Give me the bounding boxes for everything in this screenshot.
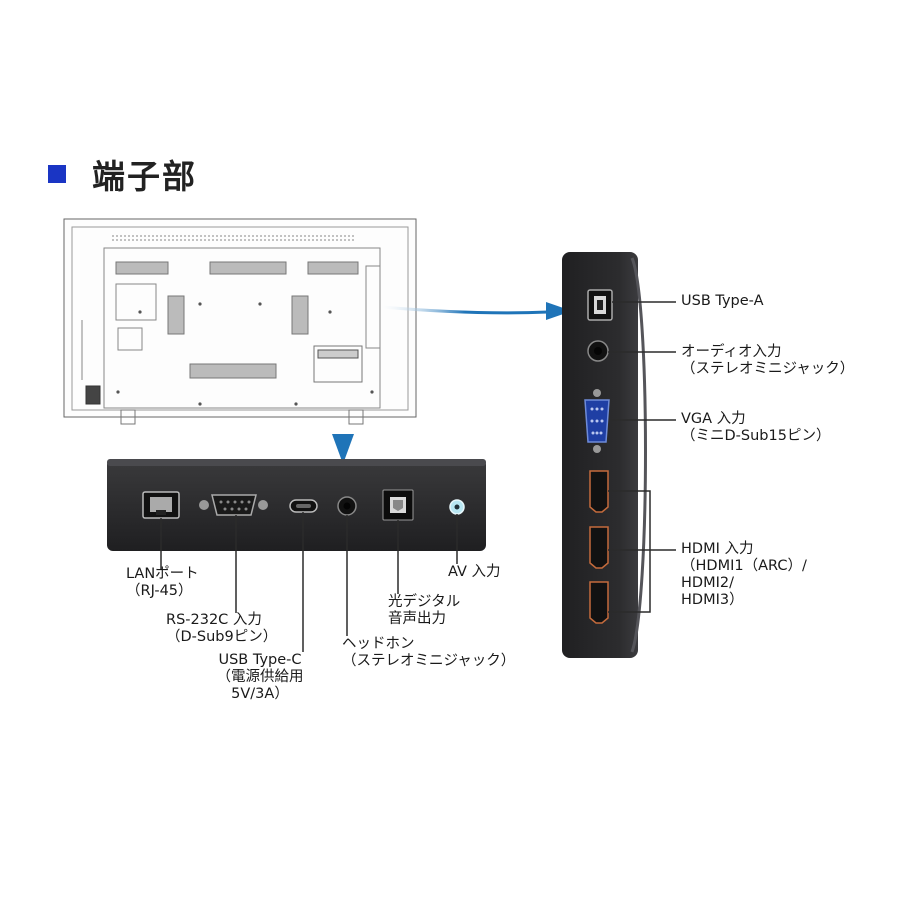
audio-in-port-icon [587, 340, 609, 362]
headphone-label: ヘッドホン （ステレオミニジャック） [342, 636, 516, 669]
headphone-port-icon [337, 496, 357, 516]
vga-port-icon [584, 389, 610, 453]
title-text: 端子部 [92, 157, 197, 196]
usb-c-label: USB Type-C （電源供給用 5V/3A） [216, 652, 304, 702]
hdmi1-port-icon [589, 470, 609, 513]
av-in-label: AV 入力 [448, 564, 501, 580]
title-square-icon [48, 165, 66, 183]
lan-label: LANポート （RJ-45） [126, 566, 199, 599]
lan-port-icon [142, 491, 180, 519]
tv-back-illustration [63, 218, 417, 425]
pointer-arrow-down [332, 372, 354, 464]
pointer-arrow-right [381, 302, 572, 320]
leader-hdmi-bracket [608, 490, 651, 613]
optical-label: 光デジタル 音声出力 [388, 594, 461, 627]
usb-c-port-icon [289, 499, 318, 513]
usb-a-label: USB Type-A [681, 293, 764, 309]
section-title: 端子部 [48, 152, 197, 196]
hdmi2-port-icon [589, 526, 609, 569]
hdmi3-port-icon [589, 581, 609, 624]
hdmi-in-label: HDMI 入力 （HDMI1（ARC）/ HDMI2/ HDMI3） [681, 541, 807, 608]
rs232c-port-icon [199, 494, 268, 516]
rs232c-label: RS-232C 入力 （D-Sub9ピン） [166, 612, 278, 645]
hdmi-port-icons [589, 470, 609, 624]
usb-a-port-icon [587, 289, 613, 321]
optical-port-icon [382, 489, 414, 521]
leader-lines [160, 301, 676, 652]
vga-in-label: VGA 入力 （ミニD-Sub15ピン） [681, 411, 831, 444]
av-in-port-icon [449, 499, 465, 515]
side-terminal-panel [562, 252, 647, 658]
audio-in-label: オーディオ入力 （ステレオミニジャック） [681, 344, 855, 377]
